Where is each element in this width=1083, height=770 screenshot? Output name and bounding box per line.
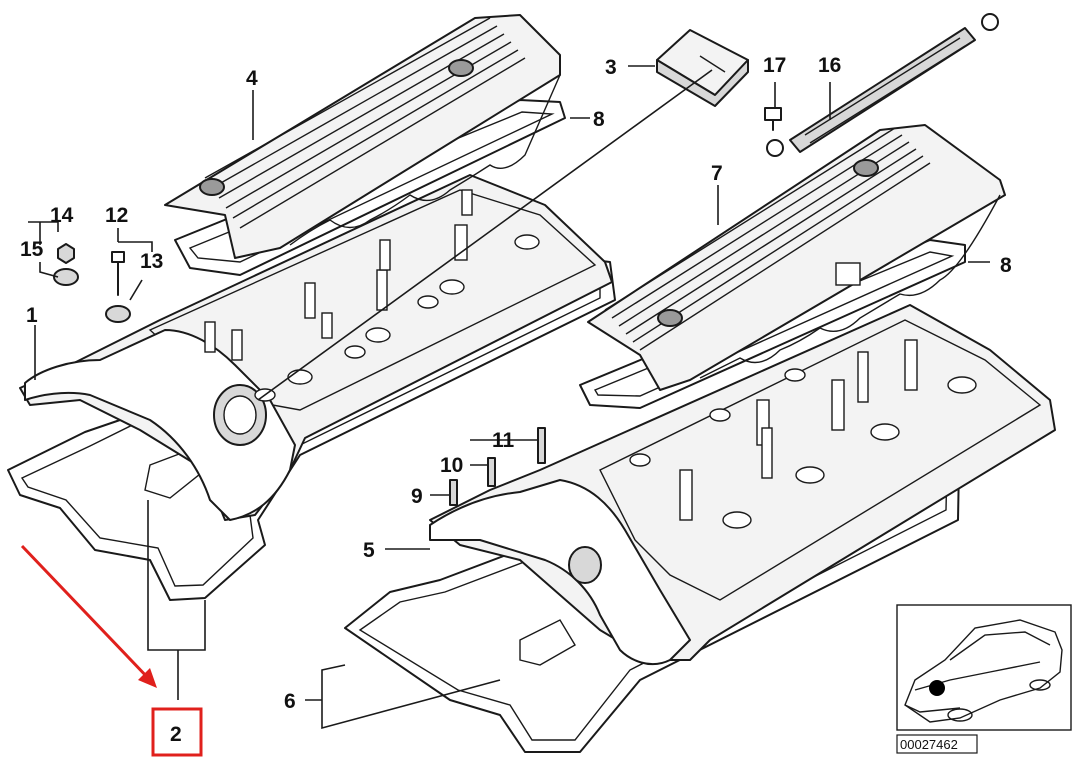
callout-10: 10 — [440, 454, 463, 477]
callout-4: 4 — [246, 67, 258, 90]
location-marker — [929, 680, 945, 696]
callout-16: 16 — [818, 54, 841, 77]
stud-9 — [449, 479, 458, 506]
callout-12: 12 — [105, 204, 128, 227]
callout-9: 9 — [411, 485, 423, 508]
highlight-annotation: 2 — [20, 544, 203, 757]
callout-8-right: 8 — [1000, 254, 1012, 277]
bolt-12 — [111, 251, 125, 296]
highlight-box — [151, 707, 203, 757]
ground-strap-16 — [766, 13, 999, 157]
stud-10 — [487, 457, 496, 487]
grommet-13 — [105, 305, 131, 323]
reference-box — [896, 734, 978, 754]
callout-2: 2 — [170, 723, 182, 746]
callout-11: 11 — [492, 429, 515, 452]
callout-3: 3 — [605, 56, 617, 79]
right-valve-cover-assembly — [344, 124, 1056, 753]
washer-15 — [53, 268, 79, 286]
oil-cap-3 — [257, 29, 749, 401]
leader-lines — [28, 65, 990, 730]
stud-11 — [537, 427, 546, 464]
callout-numbers: 1 3 4 5 6 7 8 8 9 10 11 12 13 14 15 16 1… — [20, 54, 1012, 713]
callout-14: 14 — [50, 204, 74, 227]
callout-6: 6 — [284, 690, 296, 713]
locator-inset: 00027462 — [896, 604, 1072, 754]
callout-13: 13 — [140, 250, 163, 273]
callout-17: 17 — [763, 54, 786, 77]
highlight-arrowhead — [138, 668, 157, 688]
callout-8-top: 8 — [593, 108, 605, 131]
callout-7: 7 — [711, 162, 723, 185]
highlight-arrow — [20, 544, 152, 682]
bolt-17 — [764, 107, 782, 131]
callout-1: 1 — [26, 304, 38, 327]
callout-15: 15 — [20, 238, 44, 261]
left-valve-cover-assembly — [7, 14, 616, 601]
reference-number: 00027462 — [900, 737, 958, 752]
callout-5: 5 — [363, 539, 375, 562]
nut-14 — [57, 243, 75, 264]
